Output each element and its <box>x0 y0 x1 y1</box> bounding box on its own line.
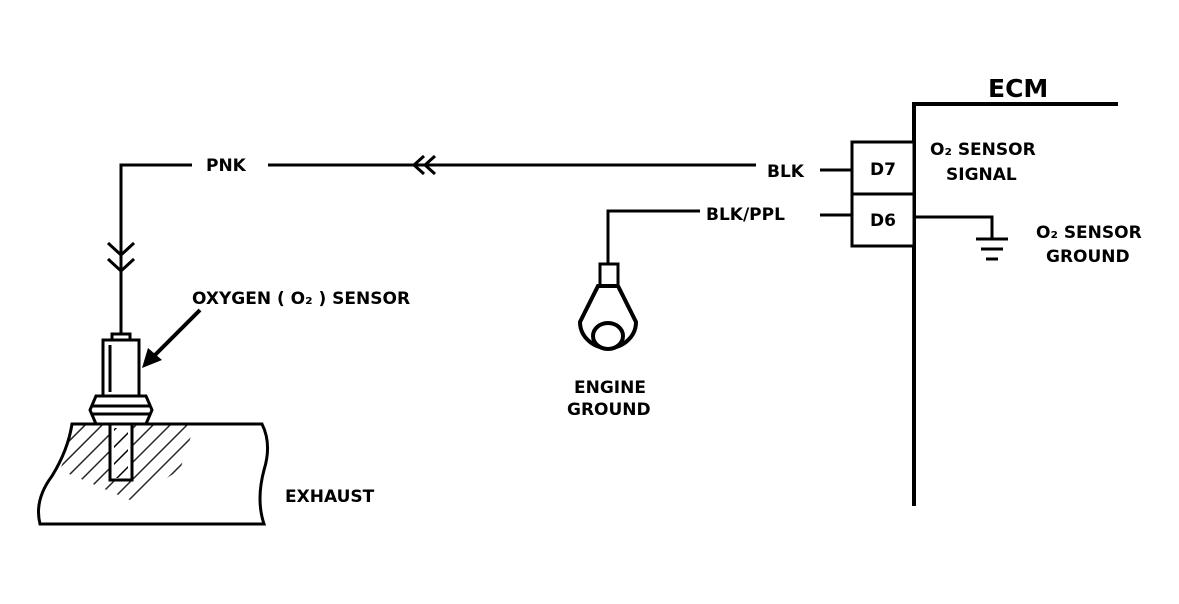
ecm-module: ECM <box>912 74 1118 506</box>
exhaust-pipe: EXHAUST <box>37 422 375 526</box>
svg-text:ENGINE: ENGINE <box>574 378 646 398</box>
svg-text:GROUND: GROUND <box>1046 247 1130 267</box>
svg-text:GROUND: GROUND <box>567 400 651 420</box>
pin-d7: D7 <box>870 160 896 180</box>
pin-d6: D6 <box>870 211 896 231</box>
ecm-connector: D7 D6 <box>850 140 916 248</box>
ecm-title: ECM <box>988 74 1048 103</box>
oxygen-sensor-label-group: OXYGEN ( O₂ ) SENSOR <box>142 289 410 368</box>
engine-ground-terminal: ENGINE GROUND <box>567 262 651 420</box>
o2-ground-internal: O₂ SENSOR GROUND <box>914 215 1142 267</box>
svg-text:O₂ SENSOR: O₂ SENSOR <box>1036 223 1142 243</box>
oxygen-sensor-label: OXYGEN ( O₂ ) SENSOR <box>192 289 410 309</box>
wire-color-blk: BLK <box>767 162 805 182</box>
exhaust-label: EXHAUST <box>285 487 375 507</box>
pointer-arrow-icon <box>142 348 162 368</box>
signal-wire: BLK PNK <box>106 154 852 336</box>
o2-signal-label: O₂ SENSOR SIGNAL <box>930 140 1036 185</box>
ground-wire: BLK/PPL <box>606 205 852 264</box>
svg-text:SIGNAL: SIGNAL <box>946 165 1017 185</box>
wire-color-blk-ppl: BLK/PPL <box>706 205 785 225</box>
wire-color-pnk: PNK <box>206 156 247 176</box>
svg-text:O₂ SENSOR: O₂ SENSOR <box>930 140 1036 160</box>
